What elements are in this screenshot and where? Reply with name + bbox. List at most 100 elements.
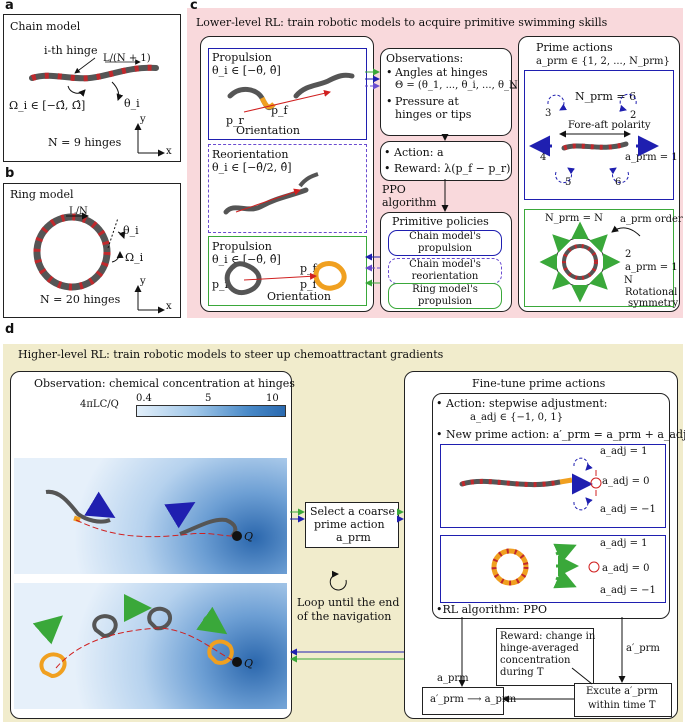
observation-title: Observation: chemical concentration at h… bbox=[34, 377, 295, 390]
propulsion1-title: Propulsion bbox=[212, 51, 272, 64]
action-label: Action: a bbox=[394, 146, 444, 159]
colorbar-label: 4πLC/Q bbox=[80, 399, 119, 410]
action-reward-box bbox=[380, 141, 512, 181]
obs-bullet-2: • bbox=[386, 95, 393, 108]
obs-bullet-1: • bbox=[386, 66, 393, 79]
propulsion2-title: Propulsion bbox=[212, 240, 272, 253]
panel-a-frame bbox=[3, 14, 181, 162]
observations-title: Observations: bbox=[386, 52, 464, 65]
loop-line-1: Loop until the end bbox=[297, 596, 400, 609]
orientation-label-2: Orientation bbox=[267, 290, 332, 303]
policy-chain-propulsion: Chain model's propulsion bbox=[388, 230, 502, 256]
reward-box bbox=[496, 628, 594, 686]
ft-new-action-line: • New prime action: a′_prm = a_prm + a_a… bbox=[436, 428, 685, 441]
chain-model-title: Chain model bbox=[10, 20, 81, 33]
chain-prime-box bbox=[524, 70, 674, 200]
num-5: 5 bbox=[565, 177, 572, 188]
obs-item-pressure: Pressure at bbox=[395, 95, 459, 108]
propulsion2-range: θ_i ∈ [−θ̂, θ̂] bbox=[212, 253, 281, 266]
panel-b-frame bbox=[3, 183, 181, 318]
ppo-algorithm-label: algorithm bbox=[382, 196, 437, 209]
chain-trajectory bbox=[45, 489, 242, 541]
panel-d-flow-arrows bbox=[290, 508, 626, 703]
reward-line-4: during T bbox=[500, 667, 544, 678]
source-q-1: Q bbox=[244, 530, 254, 543]
panel-a-letter: a bbox=[5, 0, 14, 13]
loop-line-2: of the navigation bbox=[297, 610, 392, 623]
num-4: 4 bbox=[540, 152, 547, 163]
reorientation-figure bbox=[223, 172, 319, 215]
reward-label: Reward: λ(p_f − p_r) bbox=[394, 162, 511, 175]
ft-action-line-2: a_adj ∈ {−1, 0, 1} bbox=[470, 412, 564, 423]
chain-adjust-box bbox=[440, 444, 666, 528]
policy-ring-propulsion: Ring model's propulsion bbox=[388, 283, 502, 309]
chain-adj-plus-1: a_adj = 1 bbox=[600, 446, 648, 457]
select-line-2: prime action bbox=[314, 518, 385, 531]
chain-adjust-figure bbox=[459, 457, 602, 511]
pf-label-2: p_f bbox=[300, 262, 317, 275]
nprm-6-label: N_prm = 6 bbox=[575, 90, 637, 103]
execute-line-1: Excute a′_prm bbox=[586, 686, 658, 697]
policy1-line-b: propulsion bbox=[417, 243, 473, 254]
pf-label-1: p_f bbox=[271, 104, 288, 117]
obs-formula: Θ = (θ_1, ..., θ_i, ..., θ_N)ᵀ bbox=[395, 80, 526, 91]
ft-new-label: New prime action: a′_prm = a_prm + a_adj bbox=[446, 428, 685, 441]
panel-c-flow-arrows bbox=[365, 68, 517, 287]
panel-d-title: Higher-level RL: train robotic models to… bbox=[18, 348, 444, 361]
theta-label: θ_i bbox=[124, 97, 140, 110]
ft-action-label: Action: stepwise adjustment: bbox=[446, 397, 608, 410]
ring-adjust-figure bbox=[491, 543, 600, 589]
ft-action-line-1: • Action: stepwise adjustment: bbox=[436, 397, 608, 410]
ring-axis-x-label: x bbox=[166, 301, 172, 312]
update-action-label: a′_prm ⟶ a_prm bbox=[430, 694, 517, 705]
chain-adj-0: a_adj = 0 bbox=[602, 476, 650, 487]
ft-algo-line: •RL algorithm: PPO bbox=[436, 603, 548, 616]
ring-num-2: 2 bbox=[625, 249, 632, 260]
ring-omega-label: Ω_i bbox=[125, 251, 144, 264]
fore-aft-label: Fore-aft polarity bbox=[568, 120, 651, 131]
panel-c-letter: c bbox=[190, 0, 198, 13]
reward-text: • Reward: λ(p_f − p_r) bbox=[384, 162, 511, 175]
prime-1-label: a_prm = 1 bbox=[625, 152, 678, 163]
pr-label-1: p_r bbox=[226, 114, 244, 127]
obs-item-pressure-b: hinges or tips bbox=[395, 108, 472, 121]
reward-line-2: hinge-averaged bbox=[500, 643, 579, 654]
chain-hinges-count: N = 9 hinges bbox=[48, 136, 122, 149]
policy3-line-b: propulsion bbox=[417, 296, 473, 307]
ring-prime-figure bbox=[539, 221, 641, 303]
finetune-title: Fine-tune prime actions bbox=[472, 377, 606, 390]
propulsion-ring-figure bbox=[224, 261, 347, 296]
policy2-line-b: reorientation bbox=[411, 271, 479, 282]
orientation-label-1: Orientation bbox=[236, 124, 301, 137]
ring-hinges-count: N = 20 hinges bbox=[40, 293, 121, 306]
select-line-1: Select a coarse bbox=[310, 505, 395, 518]
update-action-box bbox=[422, 687, 504, 715]
ring-prime-1: a_prm = 1 bbox=[625, 262, 678, 273]
nprm-N-label: N_prm = N bbox=[545, 213, 603, 224]
ring-N: N bbox=[624, 275, 633, 286]
panel-c-title: Lower-level RL: train robotic models to … bbox=[196, 16, 608, 29]
panel-b-letter: b bbox=[5, 166, 15, 181]
ring-adj-plus-1: a_adj = 1 bbox=[600, 538, 648, 549]
aprm-order-label: a_prm order bbox=[620, 214, 683, 225]
chain-model-figure bbox=[29, 57, 165, 157]
policies-title: Primitive policies bbox=[392, 215, 489, 228]
colorbar bbox=[136, 405, 286, 417]
reward-line-1: Reward: change in bbox=[500, 631, 596, 642]
obs-item-angles: Angles at hinges bbox=[395, 66, 488, 79]
prime-title: Prime actions bbox=[536, 41, 613, 54]
ring-model-figure bbox=[33, 212, 165, 314]
colorbar-tick-0-4: 0.4 bbox=[136, 393, 152, 404]
ring-adj-0: a_adj = 0 bbox=[602, 563, 650, 574]
aprm-prime-right-label: a′_prm bbox=[626, 643, 660, 654]
colorbar-tick-5: 5 bbox=[205, 393, 212, 404]
reorientation-range: θ_i ∈ [−θ̂/2, θ̂] bbox=[212, 161, 292, 174]
ring-adj-minus-1: a_adj = −1 bbox=[600, 585, 656, 596]
reward-line-3: concentration bbox=[500, 655, 571, 666]
chain-adj-minus-1: a_adj = −1 bbox=[600, 504, 656, 515]
propulsion-chain-figure bbox=[227, 72, 355, 113]
reorientation-title: Reorientation bbox=[212, 148, 289, 161]
ring-trajectory bbox=[32, 594, 242, 679]
panel-d-letter: d bbox=[5, 322, 15, 337]
axis-y-label: y bbox=[140, 114, 146, 125]
